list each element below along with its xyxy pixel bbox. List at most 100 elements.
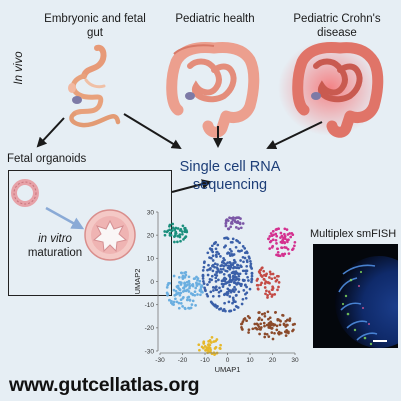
umap-point-cluster-0 — [170, 229, 174, 232]
umap-point-cluster-4 — [228, 273, 232, 277]
umap-point-cluster-2 — [293, 240, 297, 244]
arrow-to-organoids — [36, 117, 65, 148]
umap-point-cluster-4 — [244, 292, 247, 296]
umap-point-cluster-6 — [245, 319, 248, 323]
umap-point-cluster-7 — [210, 336, 214, 339]
umap-point-cluster-1 — [234, 226, 238, 229]
umap-point-cluster-4 — [210, 274, 214, 278]
umap-point-cluster-6 — [260, 318, 264, 322]
umap-point-cluster-5 — [277, 285, 280, 289]
umap-point-cluster-2 — [279, 254, 282, 258]
umap-point-cluster-4 — [214, 276, 218, 280]
umap-point-cluster-4 — [237, 274, 241, 278]
umap-point-cluster-4 — [221, 267, 225, 271]
umap-point-cluster-5 — [262, 278, 266, 281]
umap-point-cluster-3 — [187, 306, 190, 310]
umap-point-cluster-1 — [236, 220, 240, 223]
umap-point-cluster-4 — [211, 269, 215, 273]
umap-point-cluster-3 — [172, 288, 176, 292]
umap-point-cluster-3 — [179, 291, 183, 295]
umap-point-cluster-4 — [236, 263, 239, 267]
umap-point-cluster-3 — [183, 281, 187, 285]
umap-point-cluster-4 — [215, 255, 218, 258]
umap-point-cluster-4 — [233, 308, 236, 312]
umap-point-cluster-3 — [199, 293, 202, 297]
umap-point-cluster-2 — [283, 232, 286, 236]
umap-point-cluster-4 — [211, 254, 215, 258]
umap-point-cluster-0 — [176, 227, 180, 230]
umap-point-cluster-1 — [224, 224, 228, 228]
umap-point-cluster-2 — [281, 239, 284, 243]
umap-point-cluster-6 — [259, 326, 263, 329]
umap-point-cluster-0 — [183, 226, 187, 230]
umap-point-cluster-4 — [231, 301, 234, 305]
umap-point-cluster-2 — [274, 232, 278, 236]
umap-point-cluster-3 — [184, 289, 188, 293]
umap-point-cluster-4 — [241, 269, 245, 273]
umap-point-cluster-2 — [268, 235, 272, 238]
umap-point-cluster-3 — [194, 286, 198, 290]
umap-point-cluster-4 — [219, 289, 223, 293]
umap-point-cluster-4 — [238, 241, 241, 245]
umap-point-cluster-4 — [219, 267, 223, 271]
umap-point-cluster-4 — [208, 256, 211, 259]
umap-point-cluster-4 — [207, 263, 210, 267]
umap-point-cluster-4 — [237, 266, 241, 270]
umap-point-cluster-4 — [212, 289, 215, 292]
umap-point-cluster-4 — [201, 277, 205, 280]
umap-point-cluster-2 — [271, 229, 275, 233]
umap-point-cluster-6 — [262, 321, 266, 325]
umap-point-cluster-3 — [190, 303, 194, 306]
umap-point-cluster-3 — [168, 298, 171, 302]
umap-point-cluster-3 — [182, 295, 185, 299]
umap-point-cluster-0 — [179, 239, 182, 243]
flow-arrows — [36, 113, 323, 193]
umap-point-cluster-3 — [196, 278, 199, 282]
umap-point-cluster-7 — [212, 340, 216, 343]
umap-point-cluster-0 — [163, 233, 167, 237]
umap-point-cluster-3 — [183, 306, 187, 310]
umap-point-cluster-2 — [291, 248, 294, 252]
umap-point-cluster-4 — [209, 290, 213, 294]
umap-point-cluster-2 — [275, 242, 278, 245]
umap-point-cluster-4 — [217, 294, 221, 298]
umap-point-cluster-4 — [224, 269, 227, 273]
umap-point-cluster-6 — [267, 322, 271, 325]
smfish-microscopy-image — [313, 244, 398, 348]
maturation-text: maturation — [27, 247, 83, 259]
umap-point-cluster-5 — [271, 286, 275, 290]
umap-point-cluster-4 — [235, 271, 239, 275]
umap-point-cluster-1 — [229, 222, 233, 225]
umap-point-cluster-6 — [265, 323, 269, 327]
umap-y-tick-label: -30 — [145, 348, 155, 355]
umap-point-cluster-4 — [218, 307, 221, 311]
umap-point-cluster-6 — [248, 316, 251, 320]
umap-point-cluster-4 — [216, 263, 219, 266]
umap-point-cluster-3 — [198, 279, 202, 283]
umap-point-cluster-2 — [268, 247, 272, 250]
smfish-title: Multiplex smFISH — [310, 228, 397, 240]
umap-point-cluster-4 — [231, 296, 235, 300]
umap-point-cluster-4 — [221, 285, 225, 288]
umap-point-cluster-4 — [222, 257, 225, 260]
gutcellatlas-url: www.gutcellatlas.org — [9, 374, 200, 396]
arrow-organoids-to-scrna — [171, 179, 212, 193]
umap-point-cluster-6 — [270, 331, 274, 334]
umap-point-cluster-4 — [227, 300, 231, 304]
umap-point-cluster-4 — [236, 239, 240, 243]
umap-y-tick-label: 10 — [147, 256, 155, 263]
umap-point-cluster-1 — [239, 226, 243, 230]
umap-point-cluster-2 — [267, 237, 270, 241]
umap-point-cluster-4 — [231, 237, 235, 241]
umap-point-cluster-6 — [282, 323, 286, 327]
umap-point-cluster-3 — [184, 273, 188, 277]
umap-point-cluster-6 — [265, 332, 269, 336]
umap-point-cluster-5 — [275, 274, 279, 278]
umap-point-cluster-4 — [233, 285, 236, 289]
umap-point-cluster-6 — [253, 322, 257, 326]
umap-point-cluster-4 — [226, 261, 229, 265]
umap-point-cluster-1 — [226, 219, 230, 222]
umap-point-cluster-4 — [228, 278, 232, 281]
umap-point-cluster-5 — [275, 278, 279, 282]
umap-point-cluster-4 — [210, 244, 214, 248]
